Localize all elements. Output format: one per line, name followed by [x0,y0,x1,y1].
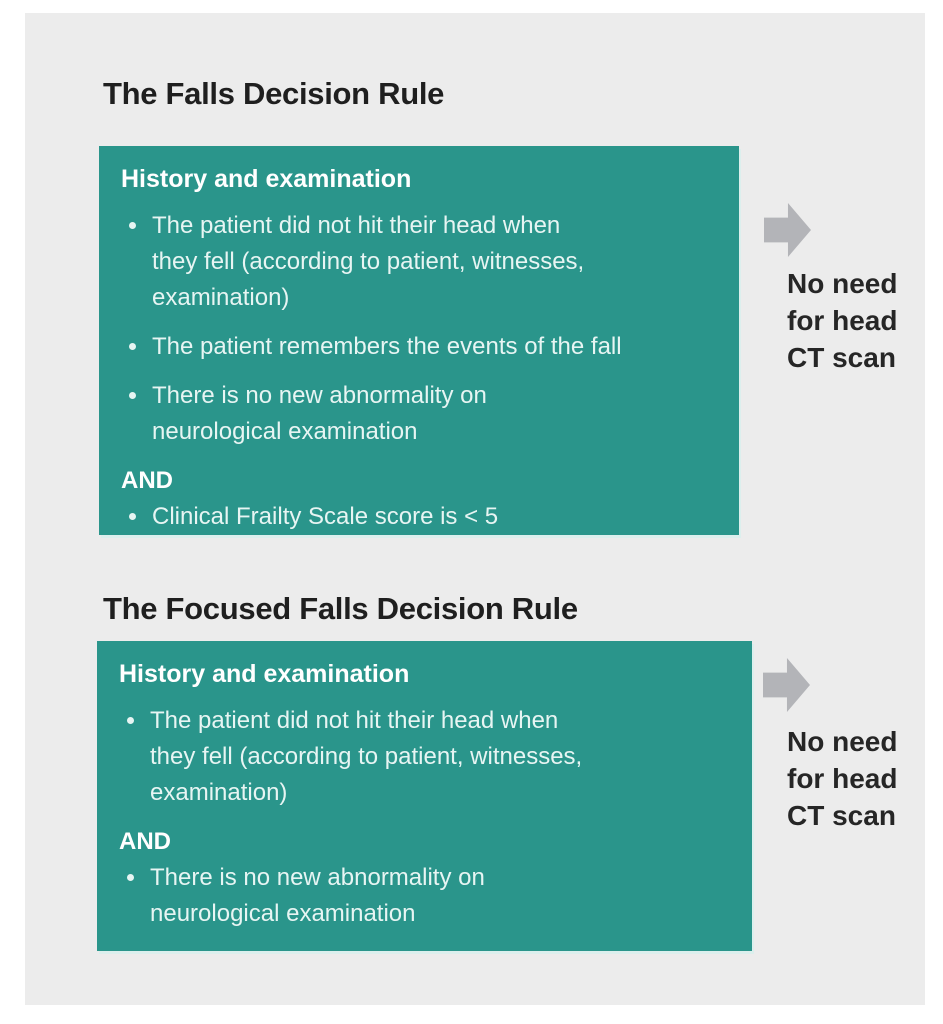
focused-falls-criteria-box: History and examination The patient did … [97,641,752,951]
list-item: The patient did not hit their head when … [119,703,732,811]
criteria-box-heading: History and examination [121,165,412,193]
falls-decision-rule-title: The Falls Decision Rule [103,76,445,111]
criterion-text: The patient did not hit their head when … [152,212,585,311]
criteria-list: The patient did not hit their head when … [121,208,719,535]
bullet-icon [129,222,136,229]
bullet-icon [129,392,136,399]
criterion-text: The patient did not hit their head when … [150,707,583,806]
criterion-text: There is no new abnormality on neurologi… [150,864,485,927]
and-connector-label: AND [119,828,171,855]
list-item: Clinical Frailty Scale score is < 5 [121,499,719,535]
focused-falls-decision-rule-title: The Focused Falls Decision Rule [103,591,578,626]
outcome-text: No need for head CT scan [787,726,898,831]
list-item: There is no new abnormality on neurologi… [119,860,732,932]
criteria-list: The patient did not hit their head when … [119,703,732,932]
criterion-text: Clinical Frailty Scale score is < 5 [152,503,499,530]
right-block-arrow-icon [763,658,810,712]
bullet-icon [127,717,134,724]
criterion-text: The patient remembers the events of the … [152,333,622,360]
list-item: There is no new abnormality on neurologi… [121,378,719,450]
and-connector-label: AND [121,467,173,494]
bullet-icon [129,513,136,520]
list-item: The patient did not hit their head when … [121,208,719,316]
bullet-icon [127,874,134,881]
bullet-icon [129,343,136,350]
list-item: The patient remembers the events of the … [121,329,719,365]
criteria-box-heading: History and examination [119,660,410,688]
falls-criteria-box: History and examination The patient did … [99,146,739,535]
right-block-arrow-icon [764,203,811,257]
content-panel: The Falls Decision Rule History and exam… [25,13,925,1005]
outcome-text: No need for head CT scan [787,268,898,373]
criterion-text: There is no new abnormality on neurologi… [152,382,487,445]
